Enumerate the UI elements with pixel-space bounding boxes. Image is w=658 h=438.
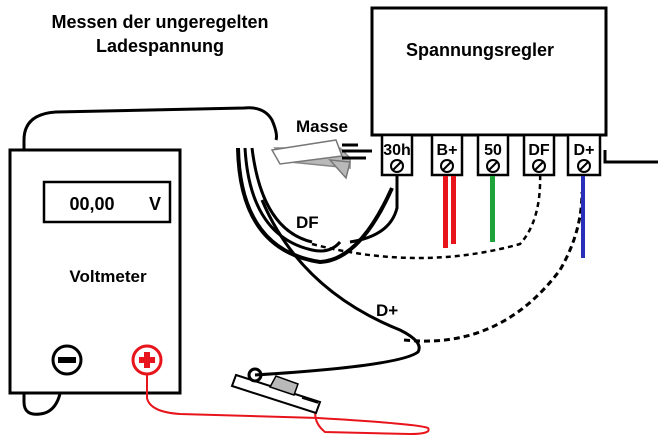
ground-cable-loop [22, 106, 278, 416]
d-plus-dotted-line [403, 191, 584, 343]
regulator-mount-wire [603, 150, 658, 164]
terminal-30h-label: 30h [383, 142, 411, 159]
cable-bundle-c [250, 147, 313, 244]
display-reading: 00,00 [69, 194, 114, 214]
b-plus-wire [443, 176, 456, 248]
df-wire-label: DF [296, 213, 319, 232]
screw-icon [390, 159, 404, 173]
title-line-2: Ladespannung [96, 36, 224, 56]
terminal-b-plus: B+ [430, 133, 464, 177]
terminal-d-plus: D+ [566, 133, 602, 177]
voltmeter-label: Voltmeter [69, 267, 147, 286]
plus-jack-icon [131, 344, 163, 376]
d-plus-blue-wire [581, 176, 585, 258]
d-plus-test-cable [254, 199, 421, 377]
terminal-50-label: 50 [484, 142, 502, 159]
screw-icon [486, 159, 500, 173]
voltage-regulator: Spannungsregler 30h B+ 50 [370, 6, 658, 177]
regulator-label: Spannungsregler [406, 40, 554, 60]
ground-clip-icon [270, 139, 372, 180]
screw-icon [532, 159, 546, 173]
probe-clip-icon [230, 367, 322, 415]
terminal-50-wire [490, 176, 495, 242]
voltmeter: 00,00 V Voltmeter [8, 148, 182, 395]
terminal-30h-wire [349, 174, 399, 244]
display-unit: V [149, 194, 161, 214]
minus-jack-icon [51, 344, 83, 376]
voltmeter-display [42, 180, 172, 224]
regulator-body [370, 6, 608, 137]
screw-icon [577, 159, 591, 173]
terminal-df: DF [522, 133, 556, 177]
cable-bundle-a [236, 147, 394, 265]
ground-label: Masse [296, 117, 348, 136]
d-plus-wire-label: D+ [376, 301, 398, 320]
probe-lead-wire [146, 374, 430, 436]
terminal-b-plus-label: B+ [437, 142, 458, 159]
terminal-30h: 30h [380, 133, 414, 177]
terminal-df-label: DF [528, 142, 550, 159]
title-line-1: Messen der ungeregelten [51, 12, 268, 32]
screw-icon [440, 159, 454, 173]
terminal-d-plus-label: D+ [574, 142, 595, 159]
df-dotted-line [311, 169, 542, 260]
terminal-50: 50 [476, 133, 510, 177]
